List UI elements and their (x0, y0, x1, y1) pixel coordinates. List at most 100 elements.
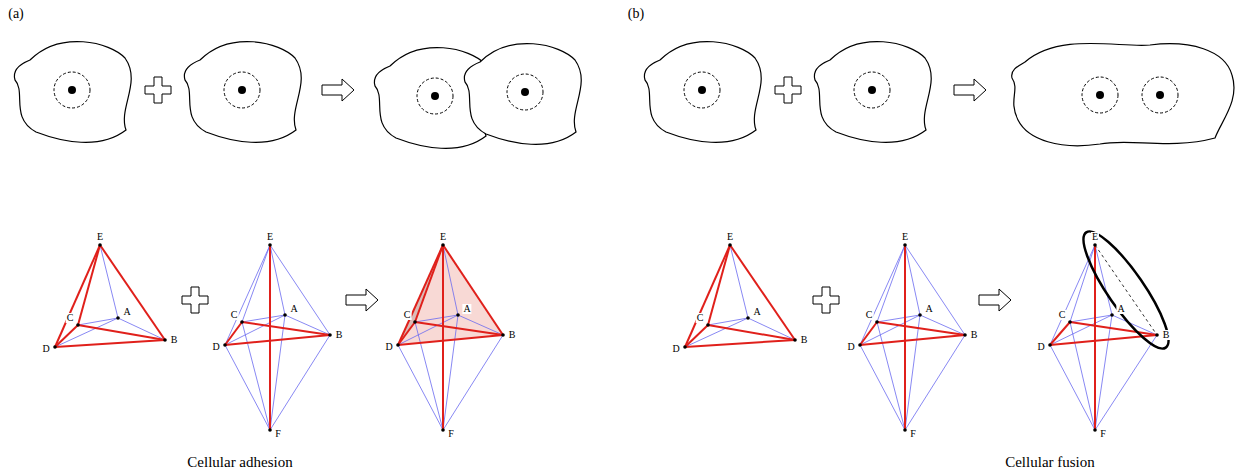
vertex-dot (328, 333, 332, 337)
thin-edge (1070, 322, 1095, 430)
bold-edge (860, 322, 877, 345)
vertex-label: A (462, 304, 471, 314)
thin-edge (270, 245, 330, 335)
vertex-dot (1110, 313, 1114, 317)
highlight-ellipse (1071, 222, 1180, 358)
bold-edge (55, 245, 100, 347)
caption: Cellular adhesion (186, 455, 293, 470)
bold-edge (55, 340, 165, 347)
thin-edge (443, 315, 458, 430)
vertex-label: A (122, 307, 131, 317)
vertex-label: C (66, 313, 75, 323)
thin-edge (877, 322, 905, 430)
vertex-label: A (1116, 304, 1125, 314)
vertex-dot (240, 320, 244, 324)
vertex-dot (918, 313, 922, 317)
vertex-label: D (671, 344, 680, 354)
bold-edge (225, 322, 242, 345)
thin-edge (860, 245, 905, 345)
thin-edge (860, 345, 905, 430)
shaded-face (398, 245, 503, 345)
vertex-label: C (865, 310, 874, 320)
thin-edge (1070, 245, 1095, 322)
bold-edge (1070, 322, 1157, 335)
thin-edge (270, 335, 330, 430)
vertex-label: F (447, 429, 455, 439)
vertex-dot (53, 345, 57, 349)
vertex-label: A (289, 304, 298, 314)
vertex-dot (1068, 320, 1072, 324)
thin-edge (905, 245, 965, 335)
vertex-dot (746, 316, 750, 320)
thin-edge (905, 315, 920, 430)
bold-edge (442, 245, 444, 430)
vertex-dot (441, 243, 445, 247)
vertex-dot (116, 316, 120, 320)
vertex-dot (963, 333, 967, 337)
thin-edge (1070, 315, 1112, 322)
bold-edge (225, 335, 330, 345)
vertex-dot (268, 428, 272, 432)
vertex-label: C (696, 313, 705, 323)
thin-edge (242, 322, 270, 430)
bold-edge (685, 325, 708, 347)
panel-letter: (a) (7, 7, 25, 21)
bold-edge (269, 245, 271, 430)
thin-edge (100, 245, 118, 318)
vertex-label: D (846, 342, 855, 352)
vertex-dot (706, 323, 710, 327)
vertex-label: E (439, 232, 447, 242)
operators (145, 77, 1011, 313)
thin-edge (1095, 335, 1157, 430)
bold-edge (398, 335, 503, 345)
vertex-label: F (909, 429, 917, 439)
vertex-label: C (403, 310, 412, 320)
vertex-label: C (230, 310, 239, 320)
vertex-label: E (96, 232, 104, 242)
bold-edge (398, 245, 443, 345)
bold-edge (443, 245, 503, 335)
thin-edge (877, 245, 905, 322)
thin-edge (270, 245, 285, 315)
vertex-dot (163, 338, 167, 342)
bold-edge (860, 335, 965, 345)
vertex-dot (456, 313, 460, 317)
vertex-label: F (1099, 429, 1107, 439)
bold-edge (708, 325, 795, 340)
thin-edge (905, 245, 920, 315)
vertex-dot (1093, 243, 1097, 247)
vertex-dot (396, 343, 400, 347)
vertex-label: B (335, 330, 344, 340)
vertex-label: D (1036, 342, 1045, 352)
thin-edge (415, 322, 443, 430)
vertex-label: A (752, 307, 761, 317)
bold-edge (78, 325, 165, 340)
bold-edge (685, 340, 795, 347)
bold-edge (100, 245, 165, 340)
thin-edge (225, 345, 270, 430)
vertex-label: E (1091, 232, 1099, 242)
caption: Cellular fusion (1004, 455, 1096, 470)
bold-edge (1050, 322, 1070, 345)
thin-edge (270, 315, 285, 430)
thin-edge (78, 318, 118, 325)
vertex-label: B (800, 335, 809, 345)
vertex-dot (903, 428, 907, 432)
vertex-label: B (508, 330, 517, 340)
vertex-label: E (726, 232, 734, 242)
vertex-dot (441, 428, 445, 432)
vertex-dot (268, 243, 272, 247)
vertex-label: F (274, 429, 282, 439)
polyhedra (53, 222, 1180, 432)
bold-edge (877, 322, 965, 335)
vertex-dot (793, 338, 797, 342)
vertex-dot (1048, 343, 1052, 347)
vertex-dot (1155, 333, 1159, 337)
vertex-dot (728, 243, 732, 247)
vertex-dot (903, 243, 907, 247)
nuclei (54, 72, 1178, 114)
thin-edge (398, 345, 443, 430)
thin-edge (443, 335, 503, 430)
thin-edge (225, 245, 270, 345)
